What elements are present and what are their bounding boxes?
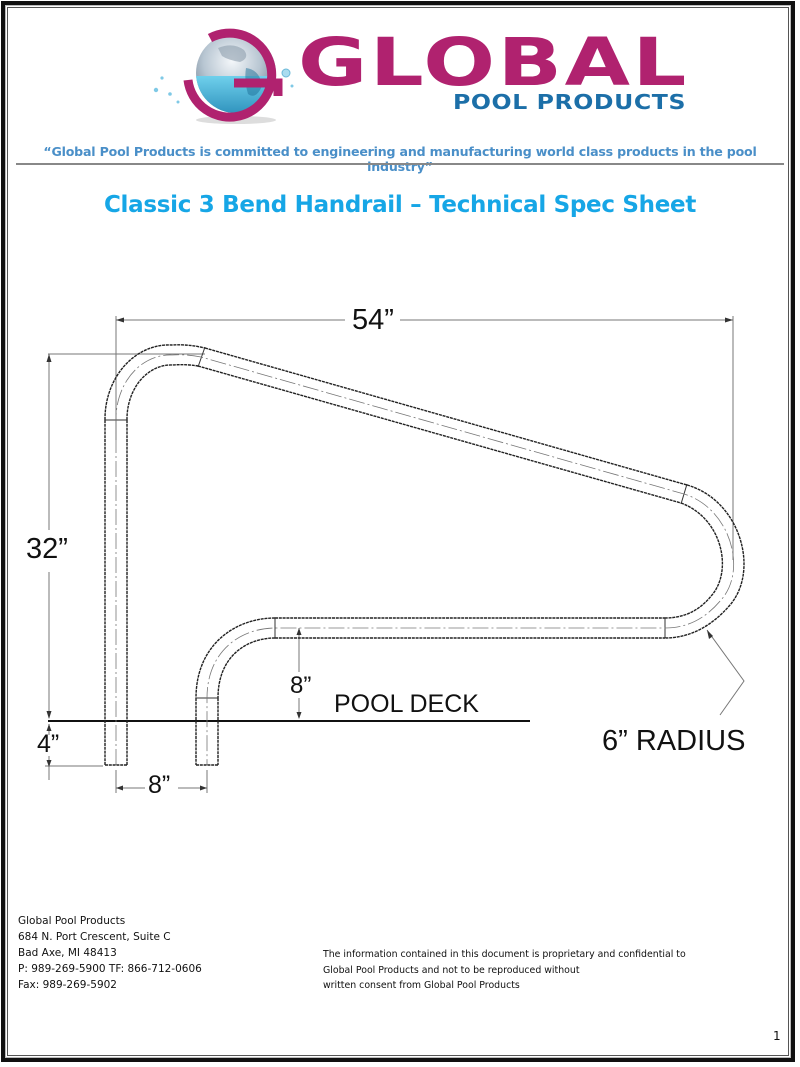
disclaimer-line-3: written consent from Global Pool Product…	[323, 980, 520, 991]
dimension-lines	[45, 316, 745, 793]
address-city: Bad Axe, MI 48413	[18, 947, 117, 959]
dim-lower-rail-height: 8”	[290, 672, 312, 699]
globe-icon	[153, 28, 294, 124]
dim-height-above-deck: 32”	[26, 533, 68, 565]
dim-bend-radius: 6” RADIUS	[602, 725, 746, 757]
page-border-inner	[7, 7, 789, 1056]
page-border-gap	[5, 5, 791, 1058]
pool-deck-label: POOL DECK	[334, 690, 479, 718]
handrail-tube	[104, 344, 745, 766]
dimension-arrowheads	[46, 317, 733, 791]
confidentiality-notice: The information contained in this docume…	[323, 947, 686, 994]
logo-subtitle: POOL PRODUCTS	[453, 90, 687, 114]
disclaimer-line-1: The information contained in this docume…	[323, 949, 686, 960]
address-fax: Fax: 989-269-5902	[18, 979, 117, 991]
address-company: Global Pool Products	[18, 915, 126, 927]
company-tagline: “Global Pool Products is committed to en…	[43, 144, 757, 174]
company-logo: GLOBAL POOL PRODUCTS	[148, 28, 686, 128]
company-address: Global Pool Products 684 N. Port Crescen…	[18, 913, 202, 993]
page-title: Classic 3 Bend Handrail – Technical Spec…	[103, 192, 697, 218]
address-phone: P: 989-269-5900 TF: 866-712-0606	[18, 963, 202, 975]
address-street: 684 N. Port Crescent, Suite C	[18, 931, 171, 943]
logo-wordmark: GLOBAL	[298, 24, 689, 101]
page-number: 1	[773, 1029, 781, 1043]
dim-overall-width: 54”	[349, 306, 397, 335]
header-divider	[16, 163, 784, 165]
tube-centerline	[115, 354, 735, 765]
dim-post-spacing: 8”	[148, 771, 171, 799]
disclaimer-line-2: Global Pool Products and not to be repro…	[323, 964, 580, 976]
dim-below-deck: 4”	[37, 730, 60, 758]
